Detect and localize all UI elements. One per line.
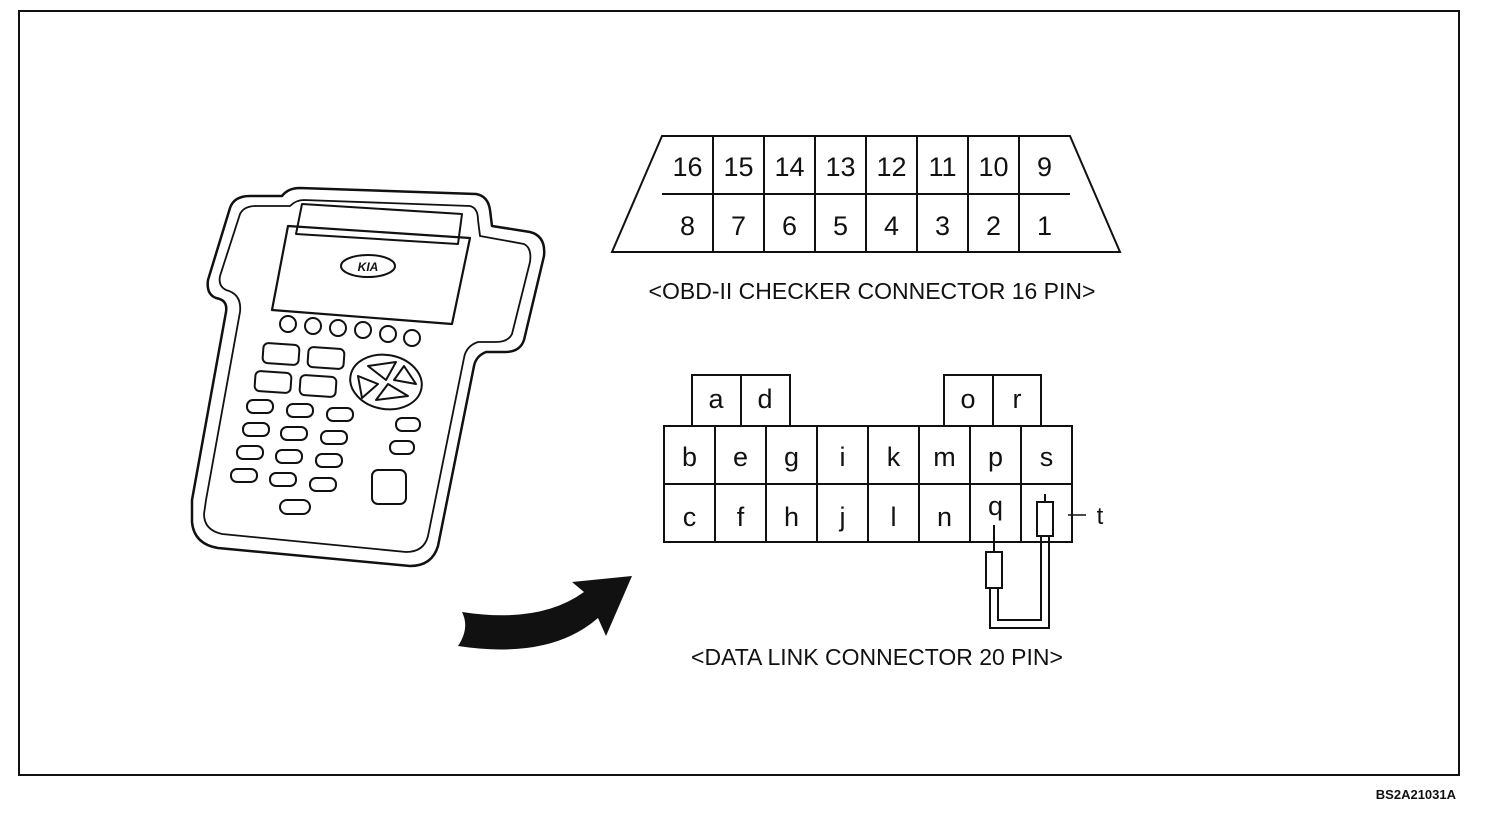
jumper-terminal-q	[985, 551, 1003, 589]
obd-pin-label: 7	[731, 211, 746, 241]
scan-tool-direction-pad	[349, 353, 423, 411]
dlc-pin-label: m	[933, 442, 956, 472]
jumper-wire	[985, 494, 1054, 629]
obd-pin-label: 8	[680, 211, 695, 241]
obd-connector-outline	[610, 135, 1122, 253]
obd-pin-label: 15	[723, 152, 753, 182]
obd-pin-label: 5	[833, 211, 848, 241]
scan-tool-inner-outline	[203, 199, 532, 553]
pointer-label-t: t	[1097, 503, 1104, 530]
dlc-pin-label: b	[682, 442, 697, 472]
obd-connector	[610, 135, 1122, 253]
obd-pin-label: 10	[978, 152, 1008, 182]
dlc-pin-label: s	[1040, 442, 1054, 472]
dlc-pin-label: a	[708, 384, 724, 414]
dlc-pin-label: e	[733, 442, 748, 472]
obd-pin-label: 12	[876, 152, 906, 182]
obd-top-row-labels: 16 15 14 13 12 11 10 9	[672, 152, 1052, 182]
obd-pin-label: 9	[1037, 152, 1052, 182]
scan-tool-small-keys	[230, 399, 421, 515]
dlc-pin-label: p	[988, 442, 1003, 472]
kia-logo-text: KIA	[358, 260, 379, 274]
obd-bottom-row-labels: 8 7 6 5 4 3 2 1	[680, 211, 1052, 241]
dlc-pin-label: j	[839, 502, 846, 532]
dlc-connector-cell-dividers	[714, 426, 1022, 542]
dlc-pin-label: f	[737, 502, 745, 532]
obd-pin-label: 3	[935, 211, 950, 241]
obd-pin-label: 14	[774, 152, 804, 182]
obd-pin-label: 4	[884, 211, 899, 241]
obd-pin-label: 6	[782, 211, 797, 241]
scan-tool-body	[190, 186, 546, 568]
dlc-pin-label: l	[891, 502, 897, 532]
scan-tool-large-keys	[253, 342, 346, 398]
dlc-connector-caption: <DATA LINK CONNECTOR 20 PIN>	[691, 644, 1063, 670]
scan-tool-illustration	[190, 186, 546, 568]
scan-tool-handle	[295, 203, 463, 245]
obd-connector-cell-dividers	[712, 136, 1020, 252]
obd-pin-label: 11	[928, 152, 956, 182]
scan-tool-screen	[270, 224, 472, 326]
dlc-pin-label: g	[784, 442, 799, 472]
obd-pin-label: 1	[1037, 211, 1052, 241]
dlc-pin-label: d	[757, 384, 772, 414]
jumper-wire-loop-outer	[989, 536, 1050, 629]
dlc-pin-label: k	[887, 442, 901, 472]
dlc-pin-label: r	[1013, 384, 1022, 414]
dlc-pin-label: q	[988, 491, 1003, 521]
connection-arrow	[458, 576, 632, 650]
obd-connector-caption: <OBD-II CHECKER CONNECTOR 16 PIN>	[649, 278, 1096, 304]
kia-logo-oval	[340, 254, 396, 278]
obd-pin-label: 16	[672, 152, 702, 182]
diagram-frame	[18, 10, 1460, 776]
dlc-pin-label: i	[840, 442, 846, 472]
obd-pin-label: 2	[986, 211, 1001, 241]
dlc-pin-label: n	[937, 502, 952, 532]
jumper-wire-loop-inner	[997, 536, 1042, 621]
obd-pin-label: 13	[825, 152, 855, 182]
dlc-pin-label: h	[784, 502, 799, 532]
jumper-terminal-t	[1036, 501, 1054, 537]
scan-tool-round-buttons	[279, 315, 421, 347]
reference-code: BS2A21031A	[1375, 787, 1456, 802]
dlc-pin-label: o	[960, 384, 975, 414]
dlc-pin-label: c	[683, 502, 697, 532]
dlc-connector	[663, 374, 1073, 543]
